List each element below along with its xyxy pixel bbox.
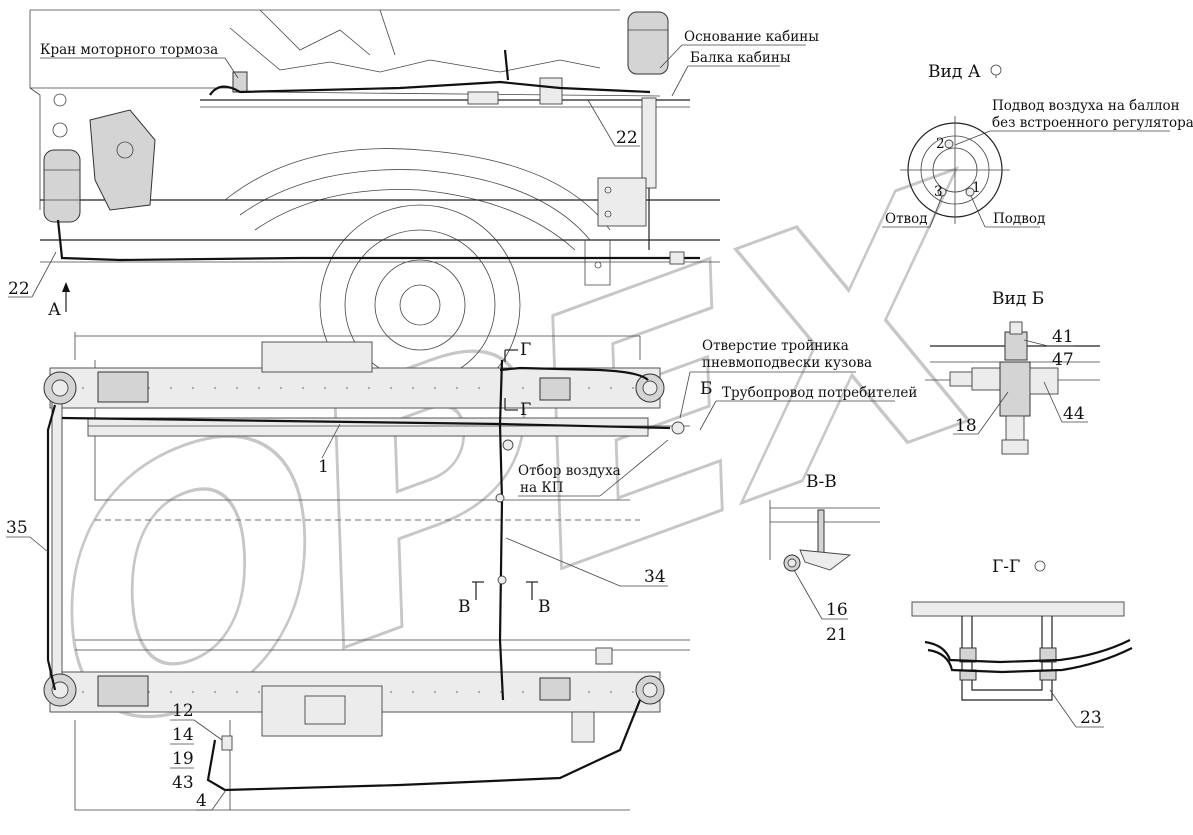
callout-1-number: 1: [318, 457, 329, 477]
view-a-arrow: А: [48, 282, 70, 320]
view-a-title: Вид А: [928, 62, 981, 82]
callout-18: 18: [955, 416, 977, 436]
air-supply-note-1: Подвод воздуха на баллон: [992, 98, 1180, 114]
view-b-mark: Б: [700, 379, 713, 399]
section-g-mark-top: Г: [520, 340, 531, 360]
callout-22-top-number: 22: [616, 128, 638, 148]
outlet-label: Отвод: [885, 211, 928, 227]
chassis-plan-view: [43, 332, 690, 811]
cab-beam-label: Балка кабины: [690, 50, 791, 66]
engine-brake-label: Кран моторного тормоза: [40, 42, 218, 58]
callout-12: 12: [172, 701, 194, 721]
view-a-mark: А: [48, 300, 61, 320]
callout-34-number: 34: [644, 567, 666, 587]
watermark: OPEX: [48, 96, 977, 834]
view-b-title: Вид Б: [992, 289, 1044, 309]
consumers-pipe-label: Трубопровод потребителей: [722, 385, 917, 401]
callout-21: 21: [826, 625, 848, 645]
section-g-mark-bottom: Г: [520, 400, 531, 420]
gearbox-air-label-group: Отбор воздуха на КП: [518, 439, 669, 497]
section-v-mark-right: В: [538, 597, 551, 617]
callout-22-left-number: 22: [8, 279, 30, 299]
callout-16: 16: [826, 600, 848, 620]
gearbox-air-label-1: Отбор воздуха: [518, 463, 621, 479]
callout-34: 34: [505, 537, 668, 587]
callout-22-top: 22: [587, 99, 640, 148]
callout-35-number: 35: [6, 518, 28, 538]
section-g-marks: Г Г: [504, 340, 531, 420]
consumers-pipe-label-group: Б Трубопровод потребителей: [699, 379, 917, 431]
callout-stack-left: 12 14 19 43 4: [170, 701, 227, 811]
callout-14: 14: [172, 725, 194, 745]
air-supply-note-2: без встроенного регулятора: [992, 115, 1193, 131]
section-v-mark-left: В: [458, 597, 471, 617]
tee-hole-label-group: Отверстие тройника пневмоподвески кузова: [679, 338, 872, 419]
callout-41: 41: [1052, 327, 1074, 347]
callout-35: 35: [6, 518, 49, 553]
cab-base-label-group: Основание кабины Балка кабины: [659, 29, 819, 97]
tee-hole-label-2: пневмоподвески кузова: [702, 355, 872, 371]
callout-1: 1: [318, 423, 341, 477]
callout-44: 44: [1063, 404, 1085, 424]
view-b-detail: Вид Б 41 47 18 44: [925, 289, 1100, 455]
tee-hole-label-1: Отверстие тройника: [702, 338, 849, 354]
inlet-label: Подвод: [993, 211, 1045, 227]
callout-4: 4: [196, 791, 207, 811]
callout-43: 43: [172, 773, 194, 793]
port-2: 2: [936, 136, 945, 152]
section-gg-title: Г-Г: [992, 557, 1020, 577]
callout-23: 23: [1080, 708, 1102, 728]
watermark-text: OPEX: [50, 97, 976, 832]
section-vv-title: В-В: [806, 472, 837, 492]
cab-base-label: Основание кабины: [684, 29, 819, 45]
section-gg-detail: Г-Г 23: [911, 557, 1133, 728]
view-a-detail: Вид А Подвод воздуха на баллон без встро…: [882, 62, 1193, 228]
port-1: 1: [972, 180, 981, 196]
section-vv-detail: В-В 16 21: [769, 472, 880, 645]
callout-19: 19: [172, 749, 194, 769]
engine-brake-label-group: Кран моторного тормоза: [40, 42, 239, 79]
callout-22-left: 22: [8, 251, 57, 299]
callout-47: 47: [1052, 350, 1074, 370]
gearbox-air-label-2: на КП: [520, 480, 564, 496]
section-v-marks: В В: [458, 581, 551, 617]
truck-side-view: [29, 9, 720, 406]
port-3: 3: [934, 184, 943, 200]
